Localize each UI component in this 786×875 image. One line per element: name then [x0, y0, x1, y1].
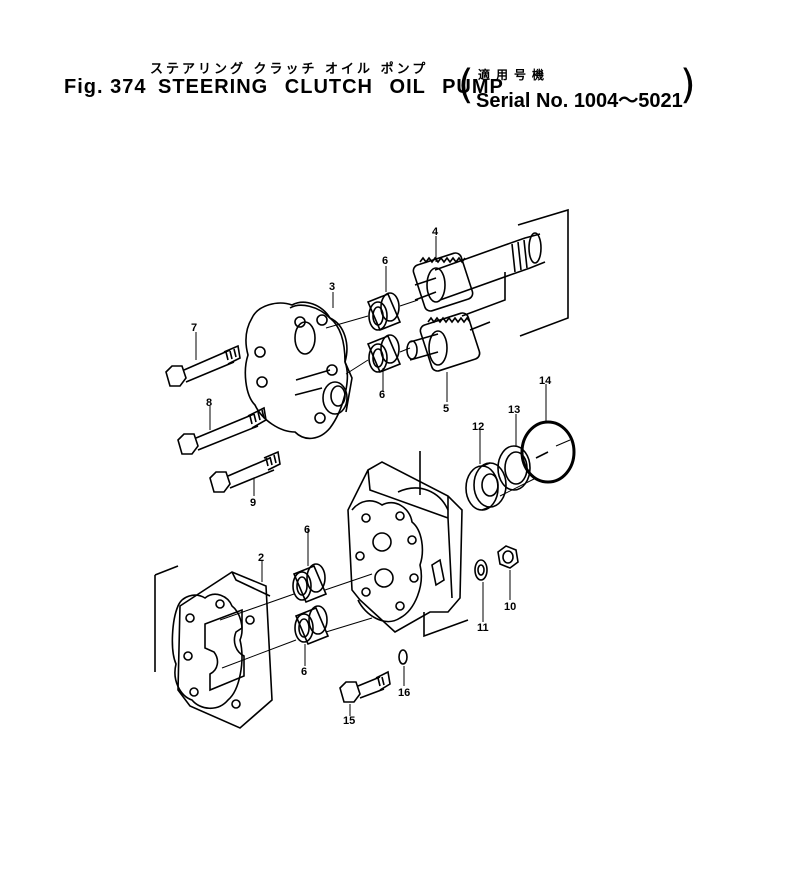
needle-bearing-lower-b — [294, 605, 330, 646]
japanese-applicability-label: 適用号機 — [478, 68, 551, 82]
callout-10: 10 — [504, 601, 516, 613]
bolt-part-9 — [209, 450, 281, 493]
front-cover-part-3 — [244, 301, 353, 440]
callout-labels: 2 3 4 5 6 6 6 6 7 8 9 10 11 12 13 14 15 … — [191, 226, 552, 727]
assembly-center-lines — [219, 299, 571, 669]
callout-9: 9 — [250, 497, 256, 509]
needle-bearing-upper-a — [366, 292, 402, 332]
title-block: ステアリング クラッチ オイル ポンプ Fig. 374 STEERING CL… — [0, 0, 786, 130]
nut-part-10 — [497, 545, 519, 569]
callout-14: 14 — [539, 375, 552, 387]
gear-case-part-2 — [171, 571, 273, 729]
needle-bearing-lower-a — [292, 563, 328, 604]
bolt-part-7 — [165, 344, 241, 387]
driven-gear-part-5 — [406, 312, 491, 372]
callout-12: 12 — [472, 421, 484, 433]
open-paren: ( — [458, 62, 474, 108]
spacer-ring-part-13 — [497, 445, 531, 491]
english-title: STEERING CLUTCH OIL PUMP — [158, 76, 504, 98]
callout-6-upper-a: 6 — [382, 255, 388, 267]
bolt-part-8 — [177, 406, 267, 455]
serial-range: Serial No. 1004～5021 — [476, 90, 683, 112]
oil-seal-part-12 — [465, 462, 507, 511]
gear-case-bracket-lines — [154, 565, 179, 672]
japanese-title: ステアリング クラッチ オイル ポンプ — [150, 62, 429, 77]
close-paren: ) — [680, 62, 696, 108]
callout-2: 2 — [258, 552, 264, 564]
callout-15: 15 — [343, 715, 355, 727]
callout-11: 11 — [477, 622, 489, 634]
callout-5: 5 — [443, 403, 449, 415]
pump-body — [347, 451, 469, 638]
callout-3: 3 — [329, 281, 335, 293]
callout-6-lower-b: 6 — [301, 666, 307, 678]
snap-ring-part-14 — [520, 420, 576, 484]
callout-16: 16 — [398, 687, 410, 699]
lock-washer-part-16 — [398, 649, 408, 665]
figure-number: Fig. 374 — [64, 76, 147, 98]
callout-6-upper-b: 6 — [379, 389, 385, 401]
leader-lines — [195, 236, 547, 716]
callout-4: 4 — [432, 226, 439, 238]
callout-7: 7 — [191, 322, 197, 334]
callout-8: 8 — [206, 397, 212, 409]
bolt-part-15 — [339, 670, 391, 703]
callout-13: 13 — [508, 404, 520, 416]
gear-bracket-lines — [461, 208, 569, 337]
needle-bearing-upper-b — [366, 334, 402, 374]
callout-6-lower-a: 6 — [304, 524, 310, 536]
drive-gear-part-4 — [412, 232, 546, 312]
washer-part-11 — [474, 559, 488, 581]
